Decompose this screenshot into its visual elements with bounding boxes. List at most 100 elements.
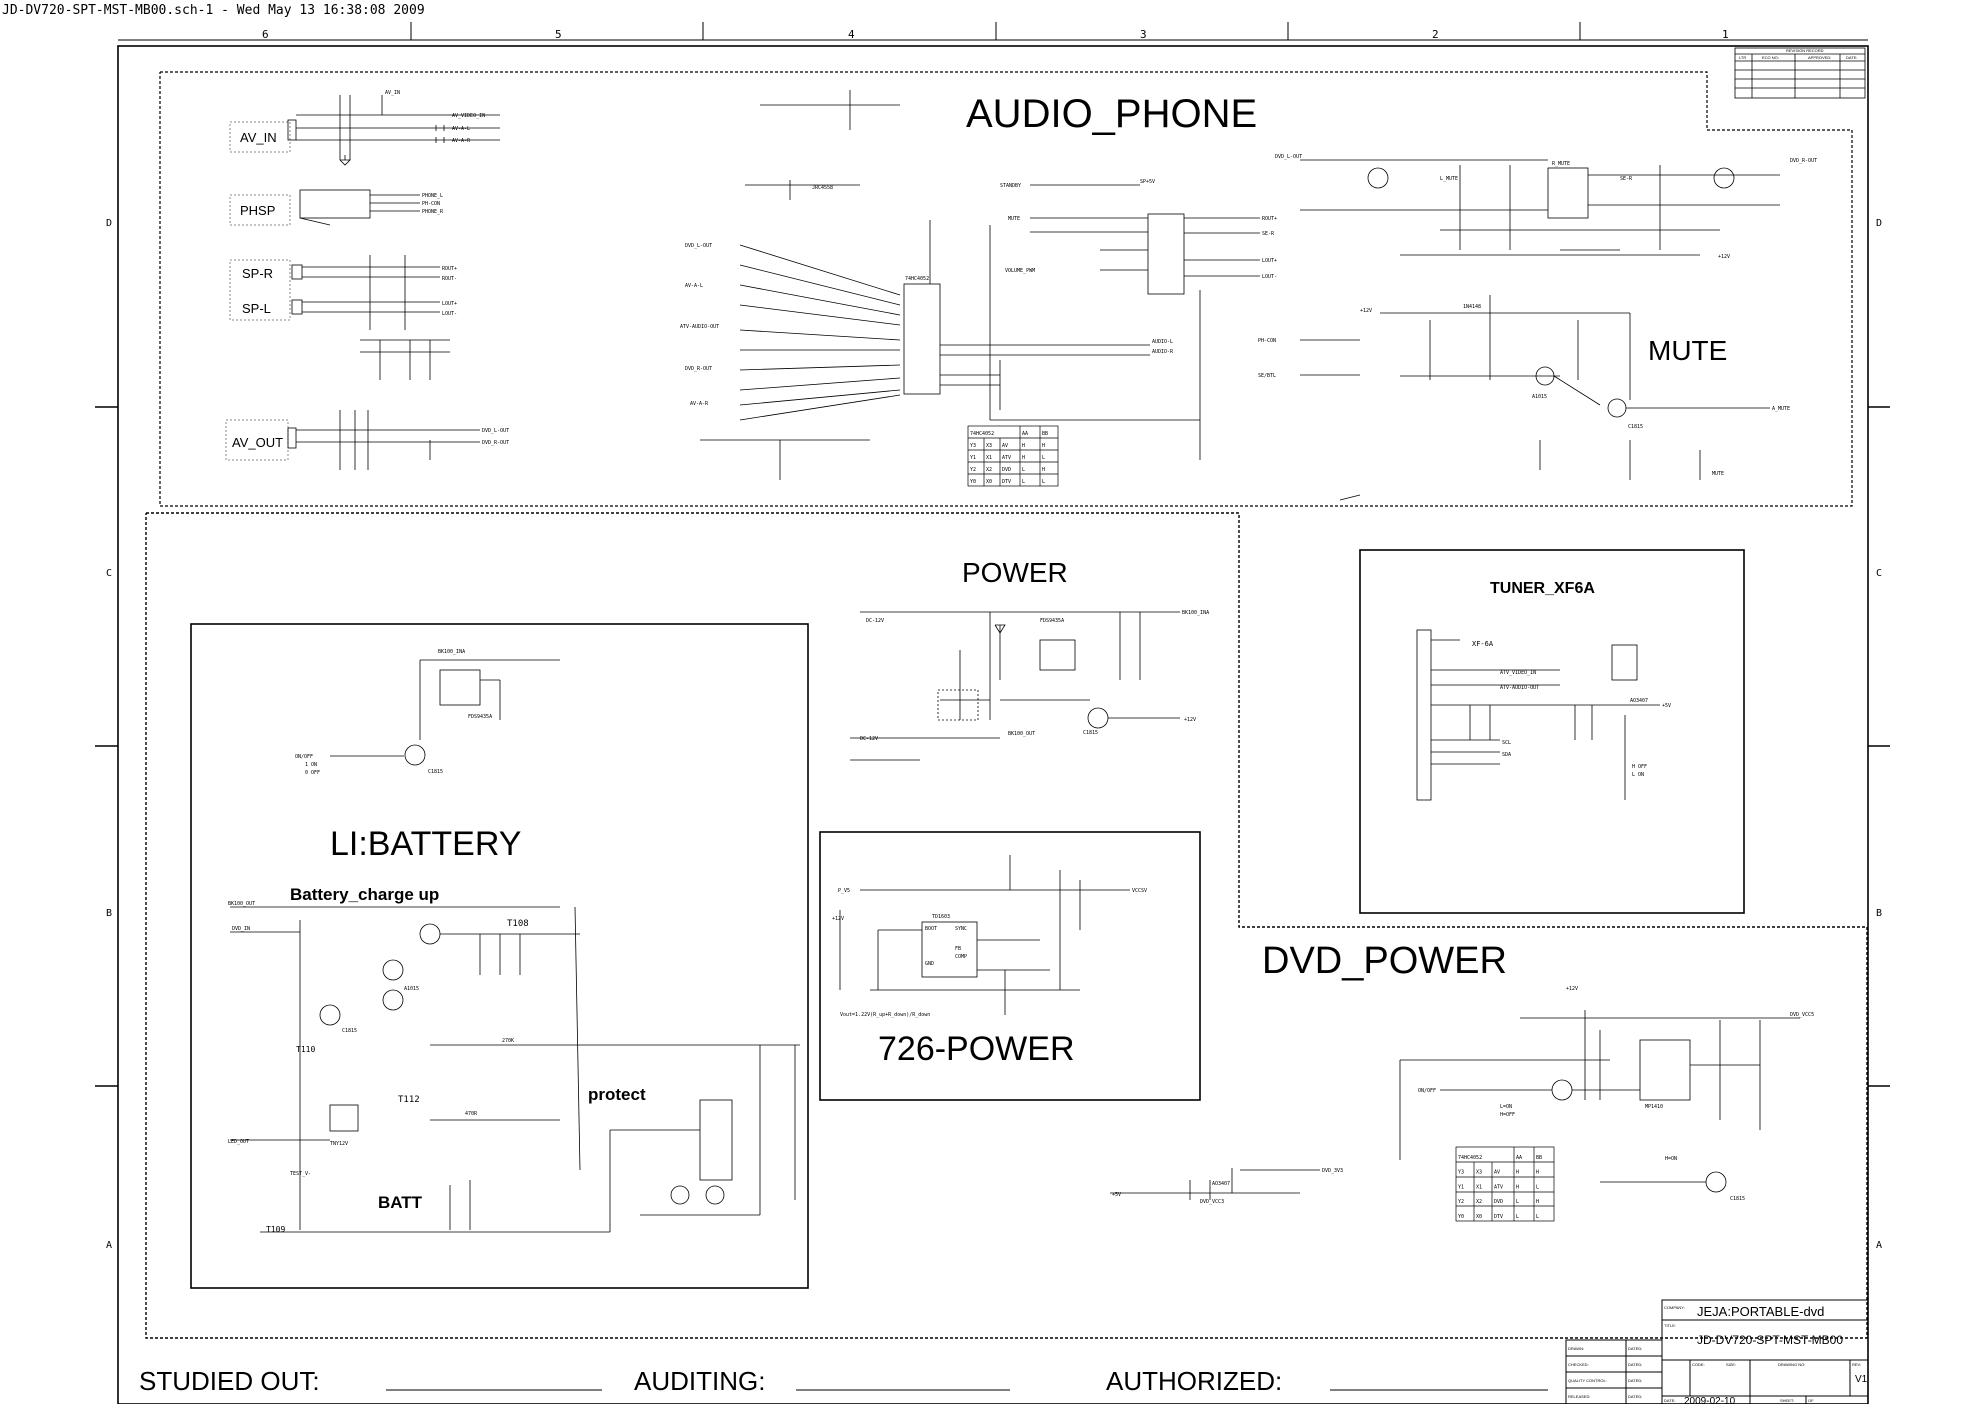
row-d-right: D xyxy=(1876,218,1882,229)
tt1-cell: X1 xyxy=(986,455,992,461)
p726-12v: +12V xyxy=(832,916,844,922)
bat-t110: T110 xyxy=(296,1045,315,1054)
tuner-scl: SCL xyxy=(1502,740,1511,746)
speaker-circuit xyxy=(291,255,450,380)
sig-l-mute: SE-R xyxy=(1620,176,1633,182)
tb-sheet-label: SHEET: xyxy=(1780,1398,1794,1403)
tt1-cell: H xyxy=(1022,455,1025,461)
sig-mute: MUTE xyxy=(1008,216,1020,222)
sig-av-a-l: AV-A-L xyxy=(452,126,470,132)
tb-company: JEJA:PORTABLE-dvd xyxy=(1697,1304,1824,1319)
rev-col-approved: APPROVED: xyxy=(1808,55,1831,60)
tt1-header-bb: BB xyxy=(1042,431,1048,437)
dvd-power-title: DVD_POWER xyxy=(1262,940,1507,982)
window-title: JD-DV720-SPT-MST-MB00.sch-1 - Wed May 13… xyxy=(2,3,425,18)
tt2-cell: X2 xyxy=(1476,1199,1482,1205)
battery-charge-title: Battery_charge up xyxy=(290,885,439,904)
tuner-atv-video: ATV_VIDEO_IN xyxy=(1500,670,1536,676)
opamp-part-label: R_MUTE xyxy=(1552,161,1570,167)
tt2-cell: X0 xyxy=(1476,1214,1482,1220)
tt2-cell: H xyxy=(1516,1170,1519,1176)
sig-ph-con: PH-CON xyxy=(422,201,440,207)
mute-sig-a-mute: A_MUTE xyxy=(1772,406,1790,412)
tt1-cell: X2 xyxy=(986,467,992,473)
protect-title: protect xyxy=(588,1085,646,1104)
tt1-header-aa: AA xyxy=(1022,431,1028,437)
footer-auditing: AUDITING: xyxy=(634,1366,765,1396)
rev-col-ltr: LTR xyxy=(1739,55,1746,60)
tb-row-drawn: DRAWN: xyxy=(1568,1346,1584,1351)
sig-amp-lout-plus: LOUT+ xyxy=(1262,258,1277,264)
p726-gnd: GND xyxy=(925,961,934,967)
mute-q-a1015: A1015 xyxy=(1532,394,1547,400)
sig-mux-av-a-r: AV-A-R xyxy=(690,401,709,407)
li-battery-circuit xyxy=(230,659,800,1233)
sig-rout-minus: ROUT- xyxy=(442,276,457,282)
power-dc12v-2: DC-12V xyxy=(860,736,878,742)
sig-rout-plus: ROUT+ xyxy=(442,266,457,272)
tt2-cell: Y3 xyxy=(1458,1170,1464,1176)
tb-date-label: DATE: xyxy=(1664,1398,1675,1403)
bat-fds: FDS9435A xyxy=(468,714,492,720)
sig-phone-r: PHONE_R xyxy=(422,209,444,215)
footer-authorized: AUTHORIZED: xyxy=(1106,1366,1282,1396)
tb-dated-4: DATED: xyxy=(1628,1394,1642,1399)
mute-sig-se-btl: SE/BTL xyxy=(1258,373,1276,379)
tb-row-released: RELEASED: xyxy=(1568,1394,1590,1399)
tt2-cell: L xyxy=(1536,1184,1539,1190)
tt2-cell: L xyxy=(1536,1214,1539,1220)
sig-r-mute: L_MUTE xyxy=(1440,176,1458,182)
sig-sp5v: SP+5V xyxy=(1140,179,1155,185)
mute-sig-ph-con: PH-CON xyxy=(1258,338,1276,344)
tt2-cell: H xyxy=(1516,1184,1519,1190)
power726-title: 726-POWER xyxy=(878,1030,1075,1068)
dvd-hon: H=ON xyxy=(1665,1156,1677,1162)
row-a-right: A xyxy=(1876,1240,1882,1251)
tt1-cell: X0 xyxy=(986,479,992,485)
phsp-circuit xyxy=(299,189,420,226)
power726-box xyxy=(819,831,1201,1101)
row-a: A xyxy=(106,1240,112,1251)
li-battery-box xyxy=(190,623,809,1289)
power-circuit xyxy=(850,611,1180,761)
col-1: 1 xyxy=(1722,28,1729,41)
tb-rev: V1 xyxy=(1855,1374,1868,1385)
tb-row-checked: CHECKED: xyxy=(1568,1362,1589,1367)
audio-phone-title: AUDIO_PHONE xyxy=(966,92,1257,136)
bat-t108: T108 xyxy=(507,919,529,929)
sig-audio-r: AUDIO-R xyxy=(1152,349,1174,355)
tb-rev-label: REV: xyxy=(1852,1362,1861,1367)
bat-470r: 470R xyxy=(465,1111,478,1117)
tuner-ao3407: AO3407 xyxy=(1630,698,1648,704)
tb-code-label: CODE: xyxy=(1692,1362,1705,1367)
sig-lout-minus: LOUT- xyxy=(442,311,457,317)
tuner-title: TUNER_XF6A xyxy=(1490,580,1595,597)
mute-q-c1815: C1815 xyxy=(1628,424,1643,430)
bat-1on: 1 ON xyxy=(305,762,317,768)
sp-l-label: SP-L xyxy=(242,301,271,316)
tt1-cell: X3 xyxy=(986,443,992,449)
tt2-cell: AV xyxy=(1494,1170,1500,1176)
footer-studied: STUDIED OUT: xyxy=(139,1366,320,1396)
amplifier-circuit xyxy=(989,184,1260,460)
tuner-5v: +5V xyxy=(1662,703,1671,709)
power-title: POWER xyxy=(962,557,1068,588)
tt1-cell: H xyxy=(1042,443,1045,449)
col-4: 4 xyxy=(848,28,855,41)
tt1-cell: DTV xyxy=(1002,479,1011,485)
dvd-vcc3: DVD_VCC3 xyxy=(1200,1199,1224,1205)
p726-pv5: P_V5 xyxy=(838,888,850,894)
sig-mux-av-a-l: AV-A-L xyxy=(685,283,703,289)
dvd-hoff: H=OFF xyxy=(1500,1112,1515,1118)
side-ticks xyxy=(95,406,1890,1087)
audio-phone-section-border xyxy=(159,71,1853,507)
bat-a1015: A1015 xyxy=(404,986,419,992)
mute-diode: 1N4148 xyxy=(1463,304,1481,310)
bat-c1815: C1815 xyxy=(428,769,443,775)
p726-vccsv: VCCSV xyxy=(1132,888,1147,894)
tb-dated-2: DATED: xyxy=(1628,1362,1642,1367)
audio-mux-circuit xyxy=(700,90,1150,480)
dvd-vcc5: DVD_VCC5 xyxy=(1790,1012,1814,1018)
power-bk100-ina: BK100_INA xyxy=(1182,610,1209,616)
bat-onoff: ON/OFF xyxy=(295,754,313,760)
